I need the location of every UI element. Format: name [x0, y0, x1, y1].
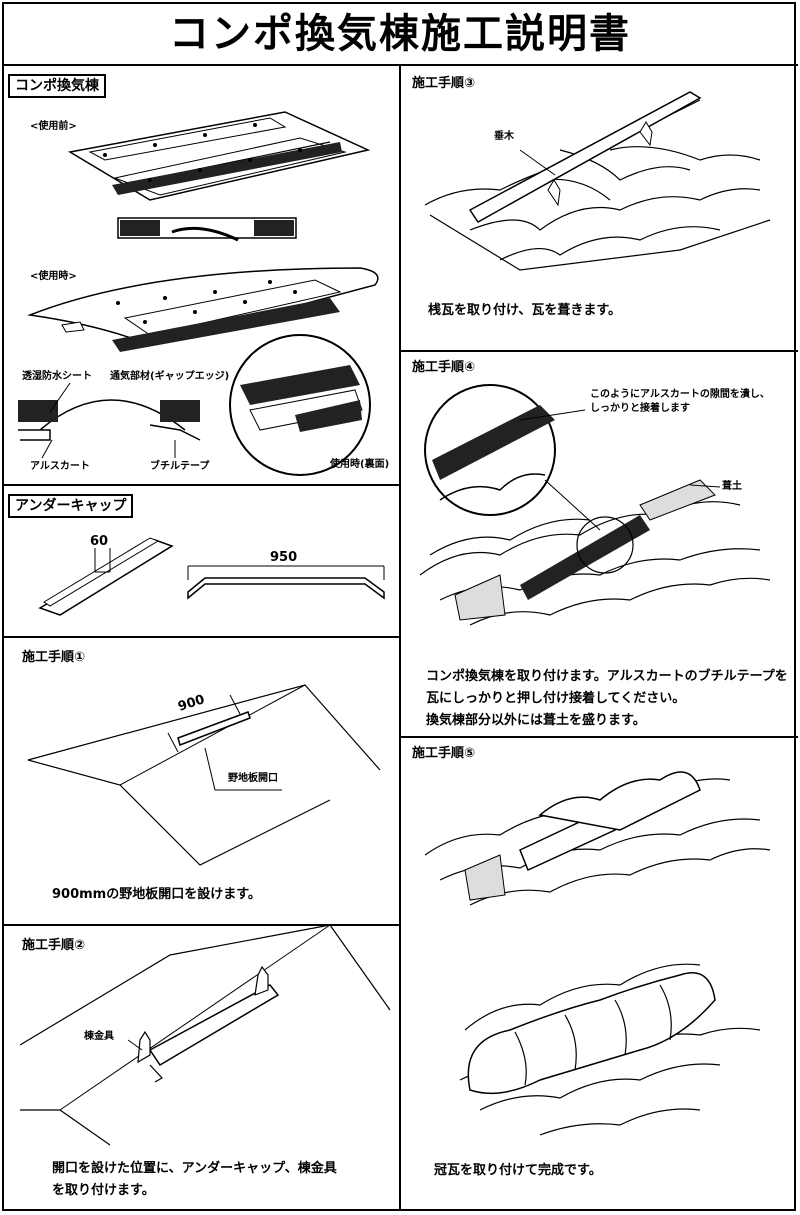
in-use-label: <使用時> — [30, 271, 77, 282]
under-cap-label: アンダーキャップ — [8, 494, 134, 518]
column-divider — [399, 64, 401, 1211]
back-side-label: 使用時(裏面) — [330, 459, 390, 470]
under-cap-length: 950 — [270, 550, 298, 565]
left-divider-1 — [2, 484, 400, 486]
step3-caption: 桟瓦を取り付け、瓦を葺きます。 — [428, 303, 622, 318]
left-divider-2 — [2, 636, 400, 638]
step4-mortar-label: 葺土 — [722, 481, 742, 492]
step4-heading: 施工手順④ — [412, 360, 476, 375]
step3-rafter-label: 垂木 — [494, 131, 514, 142]
right-divider-1 — [399, 350, 798, 352]
step3-heading: 施工手順③ — [412, 76, 476, 91]
al-skirt-label: アルスカート — [30, 461, 90, 472]
step4-caption-line3: 換気棟部分以外には葺土を盛ります。 — [426, 713, 646, 728]
butyl-tape-label: ブチルテープ — [150, 461, 210, 472]
product-label: コンポ換気棟 — [8, 74, 106, 98]
under-cap-width: 60 — [90, 534, 109, 549]
step2-bracket-label: 棟金具 — [84, 1031, 114, 1042]
left-divider-3 — [2, 924, 400, 926]
step2-caption-line2: を取り付けます。 — [52, 1183, 155, 1198]
step1-caption: 900mmの野地板開口を設けます。 — [52, 887, 261, 902]
step1-opening-label: 野地板開口 — [228, 773, 278, 784]
step1-heading: 施工手順① — [22, 650, 86, 665]
step4-caption-line1: コンポ換気棟を取り付けます。アルスカートのブチルテープを — [426, 669, 788, 684]
right-divider-2 — [399, 736, 798, 738]
step5-heading: 施工手順⑤ — [412, 746, 476, 761]
step4-caption-line2: 瓦にしっかりと押し付け接着してください。 — [426, 691, 686, 706]
step2-caption-line1: 開口を設けた位置に、アンダーキャップ、棟金具 — [52, 1161, 337, 1176]
step5-caption: 冠瓦を取り付けて完成です。 — [434, 1163, 602, 1178]
step4-note-line1: このようにアルスカートの隙間を潰し、 — [590, 389, 770, 400]
step4-note-line2: しっかりと接着します — [590, 403, 690, 414]
sheet-label: 透湿防水シート — [22, 371, 92, 382]
page-title: コンポ換気棟施工説明書 — [169, 11, 631, 57]
vent-label: 通気部材(ギャップエッジ) — [110, 371, 230, 382]
step2-heading: 施工手順② — [22, 938, 86, 953]
before-use-label: <使用前> — [30, 121, 77, 132]
